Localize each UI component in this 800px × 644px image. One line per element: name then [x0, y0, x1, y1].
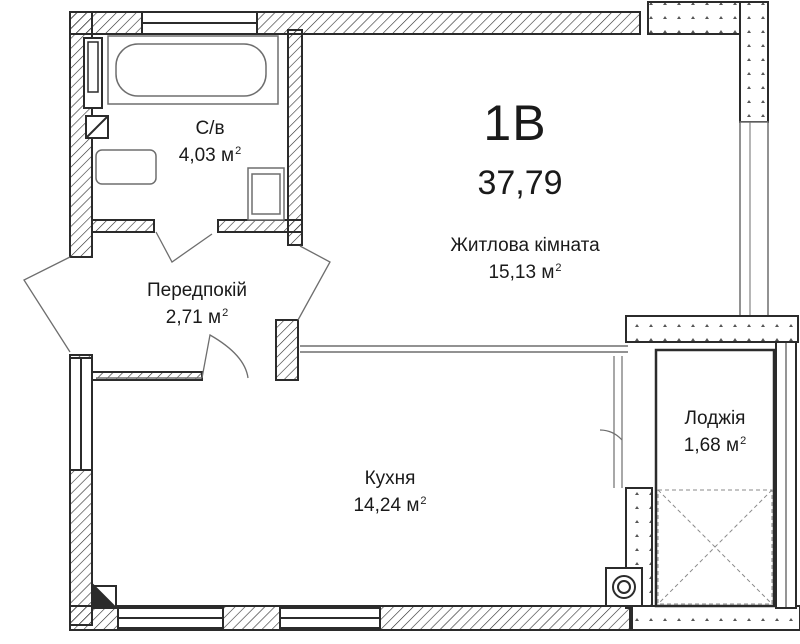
room-name: Житлова кімната [450, 235, 600, 256]
room-label-bathroom: С/в 4,03 м2 [150, 118, 270, 167]
column-right-pillar [739, 1, 769, 123]
wall-hall-right-stub [275, 319, 299, 381]
partitions [96, 345, 628, 379]
wall-bath-living [287, 29, 303, 246]
room-label-kitchen: Кухня 14,24 м2 [320, 468, 460, 517]
room-label-living-room: Житлова кімната 15,13 м2 [415, 235, 635, 284]
wall-bath-bottom-right [217, 219, 303, 233]
kitchen-loggia-door [599, 356, 623, 488]
loggia-bottom-slab [631, 605, 800, 631]
vent-duct [605, 567, 643, 607]
room-area: 1,68 м2 [683, 435, 747, 456]
room-label-hallway: Передпокій 2,71 м2 [112, 280, 282, 329]
bath-riser [83, 37, 103, 109]
apartment-code: 1В [483, 95, 547, 151]
toilet [95, 149, 157, 185]
right-facade [625, 1, 800, 631]
window-living-right [739, 121, 769, 321]
room-name: Передпокій [146, 280, 248, 301]
room-label-loggia: Лоджія 1,68 м2 [660, 408, 770, 457]
wall-hall-bottom [91, 371, 203, 381]
doors [23, 231, 331, 379]
slab-living-loggia [625, 315, 799, 343]
loggia-frame [654, 348, 776, 608]
room-area: 2,71 м2 [165, 307, 229, 328]
wall-bath-bottom-left [91, 219, 155, 233]
room-name: Кухня [364, 468, 416, 489]
room-area: 14,24 м2 [353, 495, 427, 516]
room-name: С/в [195, 118, 225, 139]
room-area: 4,03 м2 [178, 145, 242, 166]
loggia-cross [657, 489, 773, 605]
room-name: Лоджія [684, 408, 746, 429]
bathroom-fixtures [83, 35, 285, 221]
apartment-total-area: 37,79 [477, 164, 563, 202]
windows [69, 11, 381, 629]
kitchen-vent [93, 583, 119, 609]
room-area: 15,13 м2 [488, 262, 562, 283]
